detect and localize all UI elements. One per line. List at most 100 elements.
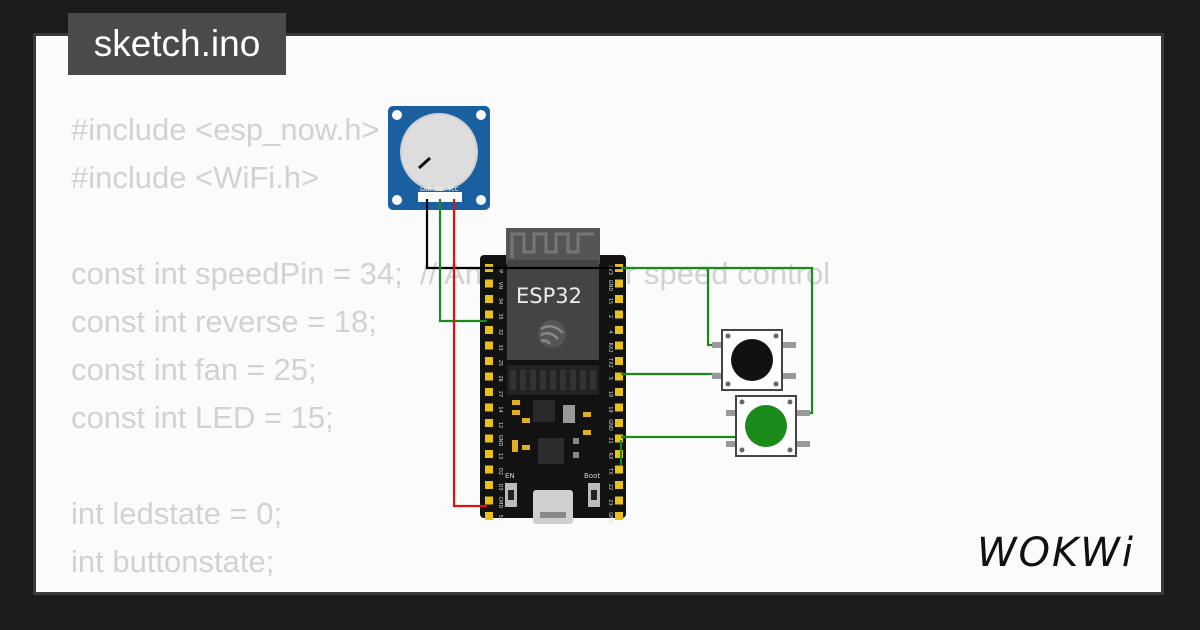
pin-pad[interactable] <box>485 496 493 505</box>
pin-pad[interactable] <box>485 357 493 365</box>
pin-label: D2 <box>497 468 503 475</box>
pin-label: 18 <box>607 391 613 397</box>
pin-pad[interactable] <box>615 512 623 520</box>
pot-pin-vcc: VCC <box>448 187 459 193</box>
pin-label: TX2 <box>607 357 613 368</box>
pin-label: GND <box>607 280 613 292</box>
pin-pad[interactable] <box>485 434 493 443</box>
pin-label: 27 <box>497 391 503 397</box>
pin-pad[interactable] <box>615 295 623 303</box>
pin-pad[interactable] <box>615 326 623 334</box>
pin-label: 22 <box>607 484 613 490</box>
esp32-board[interactable]: ESP32 EN Boot <box>480 228 626 524</box>
pin-pad[interactable] <box>485 481 493 489</box>
espressif-logo-icon <box>538 320 566 348</box>
black-button-cap[interactable] <box>731 339 773 381</box>
pin-pad[interactable] <box>485 279 493 288</box>
pin-label: 34 <box>497 298 503 304</box>
potentiometer-knob-indicator <box>417 156 432 170</box>
code-editor-background: #include <esp_now.h> #include <WiFi.h> con… <box>71 106 830 592</box>
code-line: #include <esp_now.h> <box>71 112 380 147</box>
code-line: int buttonstate; <box>71 544 275 579</box>
pin-label: 2 <box>607 315 613 318</box>
pushbutton-green[interactable] <box>726 395 810 457</box>
wire-signal-pot <box>438 199 487 323</box>
usb-port <box>533 490 573 524</box>
en-button[interactable] <box>505 483 517 507</box>
pin-label: VP <box>497 267 503 273</box>
pin-pad[interactable] <box>485 310 493 319</box>
pin-pad[interactable] <box>615 450 623 458</box>
pin-label: 25 <box>497 360 503 366</box>
pin-pad[interactable] <box>615 310 623 319</box>
pin-pad[interactable] <box>615 279 623 288</box>
pin-label: 21 <box>607 437 613 443</box>
pin-label: 32 <box>497 329 503 335</box>
pin-pad[interactable] <box>485 372 493 381</box>
file-tab-label: sketch.ino <box>93 23 261 64</box>
pin-label: 5 <box>607 377 613 380</box>
pin-label: CMD <box>497 497 503 509</box>
pin-label: 13 <box>497 453 503 459</box>
pin-label: 19 <box>607 406 613 412</box>
pot-pin-gnd: GND <box>420 187 432 193</box>
pin-pad[interactable] <box>615 357 623 365</box>
pin-label: 5V <box>497 515 503 522</box>
pin-label: 26 <box>497 375 503 381</box>
pin-label: 35 <box>497 313 503 319</box>
pin-pad[interactable] <box>615 403 623 412</box>
pin-pad[interactable] <box>615 341 623 350</box>
pin-label: 4 <box>607 330 613 333</box>
file-tab[interactable]: sketch.ino <box>68 13 286 75</box>
pin-label: RX <box>607 453 613 460</box>
pin-label: 12 <box>497 422 503 428</box>
pin-pad[interactable] <box>615 388 623 396</box>
pin-label: 33 <box>497 344 503 350</box>
code-line: #include <WiFi.h> <box>71 160 320 195</box>
pin-pad[interactable] <box>485 341 493 350</box>
pot-pin-sig: SIG <box>435 187 444 193</box>
pin-pad[interactable] <box>615 496 623 505</box>
pin-pad[interactable] <box>615 465 623 474</box>
pin-pad[interactable] <box>485 326 493 334</box>
pin-pad[interactable] <box>615 372 623 381</box>
pin-label: 23 <box>607 499 613 505</box>
wokwi-logo: WOKWi <box>977 530 1135 576</box>
wire-power <box>452 199 487 508</box>
boot-button[interactable] <box>588 483 600 507</box>
code-line: int ledstate = 0; <box>71 496 283 531</box>
pin-pad[interactable] <box>485 403 493 412</box>
pin-label: GND <box>607 512 613 524</box>
pin-pad[interactable] <box>615 481 623 489</box>
pin-pad[interactable] <box>615 419 623 427</box>
code-line: const int LED = 15; <box>71 400 334 435</box>
boot-label: Boot <box>584 472 600 480</box>
pin-label: 15 <box>607 298 613 304</box>
pin-label: 3V3 <box>607 265 613 275</box>
code-line: const int reverse = 18; <box>71 304 377 339</box>
wire-gnd-buttons <box>621 266 814 415</box>
pin-pad[interactable] <box>485 512 493 520</box>
pin-label: GND <box>607 419 613 431</box>
wires <box>425 199 814 508</box>
pin-label: RX2 <box>607 342 613 352</box>
code-line: const int fan = 25; <box>71 352 317 387</box>
pin-label: 14 <box>497 406 503 412</box>
pin-pad[interactable] <box>485 388 493 396</box>
pin-pad[interactable] <box>485 295 493 303</box>
board-label: ESP32 <box>516 284 582 308</box>
pushbutton-black[interactable] <box>712 329 796 391</box>
pin-pad[interactable] <box>485 465 493 474</box>
pin-pad[interactable] <box>615 434 623 443</box>
green-button-cap[interactable] <box>745 405 787 447</box>
en-label: EN <box>505 472 515 480</box>
wire-gnd <box>425 199 621 270</box>
pin-label: D3 <box>497 483 503 490</box>
pin-pad[interactable] <box>485 419 493 427</box>
wire-gnd-branch <box>700 266 720 347</box>
pin-pad[interactable] <box>485 450 493 458</box>
potentiometer[interactable]: GND SIG VCC <box>388 106 490 210</box>
